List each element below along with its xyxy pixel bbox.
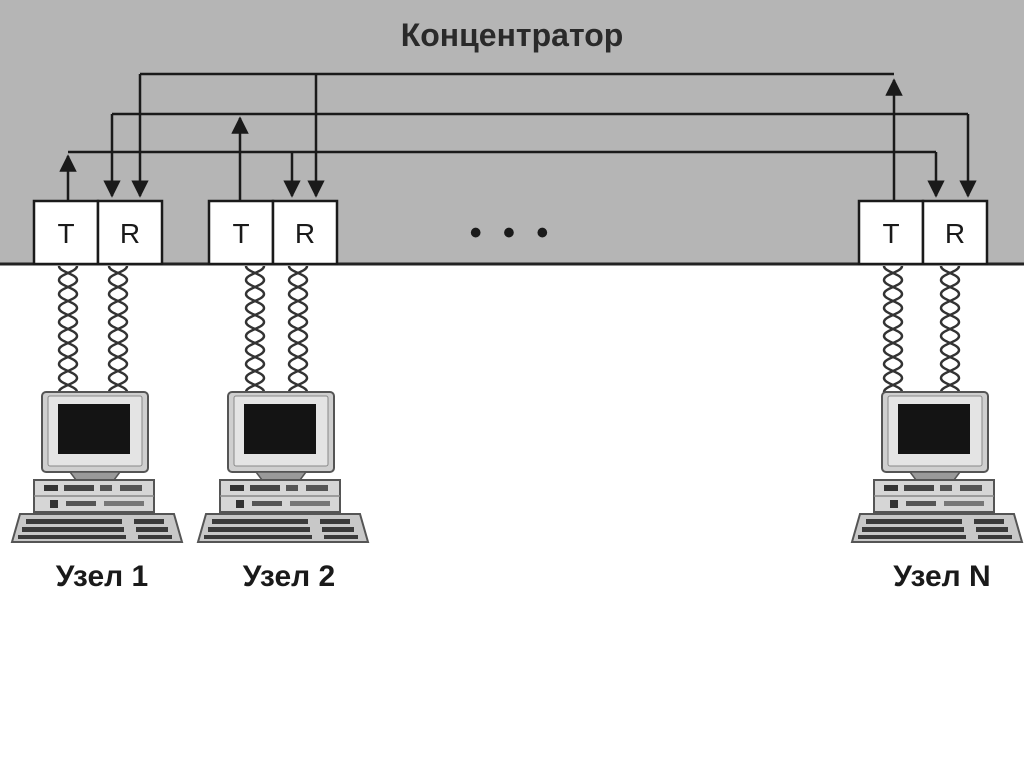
node-2-receive-port: [271, 199, 339, 266]
twisted-pair-cables: [57, 264, 961, 394]
node-2-rx-cable: [287, 264, 309, 394]
node-2-transmit-label: T: [232, 218, 249, 249]
node-1-ports: T R: [32, 199, 164, 266]
hub-internal-wiring: [59, 72, 977, 201]
node-1-computer-icon: [11, 391, 183, 543]
node-2-computer-icon: [197, 391, 369, 543]
node-1-transmit-label: T: [57, 218, 74, 249]
node-n-transmit-label: T: [882, 218, 899, 249]
more-nodes-ellipsis: • • •: [470, 214, 555, 252]
node-1-receive-label: R: [120, 218, 140, 249]
node-2-tx-cable: [244, 264, 266, 394]
node-1-transmit-port: [32, 199, 100, 266]
node-2-label: Узел 2: [243, 560, 335, 593]
node-n-receive-port: [921, 199, 989, 266]
node-1-label: Узел 1: [56, 560, 148, 593]
hub-box: [0, 0, 1024, 264]
node-1-rx-cable: [107, 264, 129, 394]
node-n-computer-icon: [851, 391, 1023, 543]
node-n-rx-cable: [939, 264, 961, 394]
node-n-ports: T R: [857, 199, 989, 266]
hub-title: Концентратор: [401, 17, 624, 53]
node-n-tx-cable: [882, 264, 904, 394]
node-n-transmit-port: [857, 199, 925, 266]
node-1-tx-cable: [57, 264, 79, 394]
node-2-transmit-port: [207, 199, 275, 266]
node-2-receive-label: R: [295, 218, 315, 249]
node-1-receive-port: [96, 199, 164, 266]
node-2-ports: T R: [207, 199, 339, 266]
node-n-receive-label: R: [945, 218, 965, 249]
node-n-label: Узел N: [893, 560, 990, 593]
